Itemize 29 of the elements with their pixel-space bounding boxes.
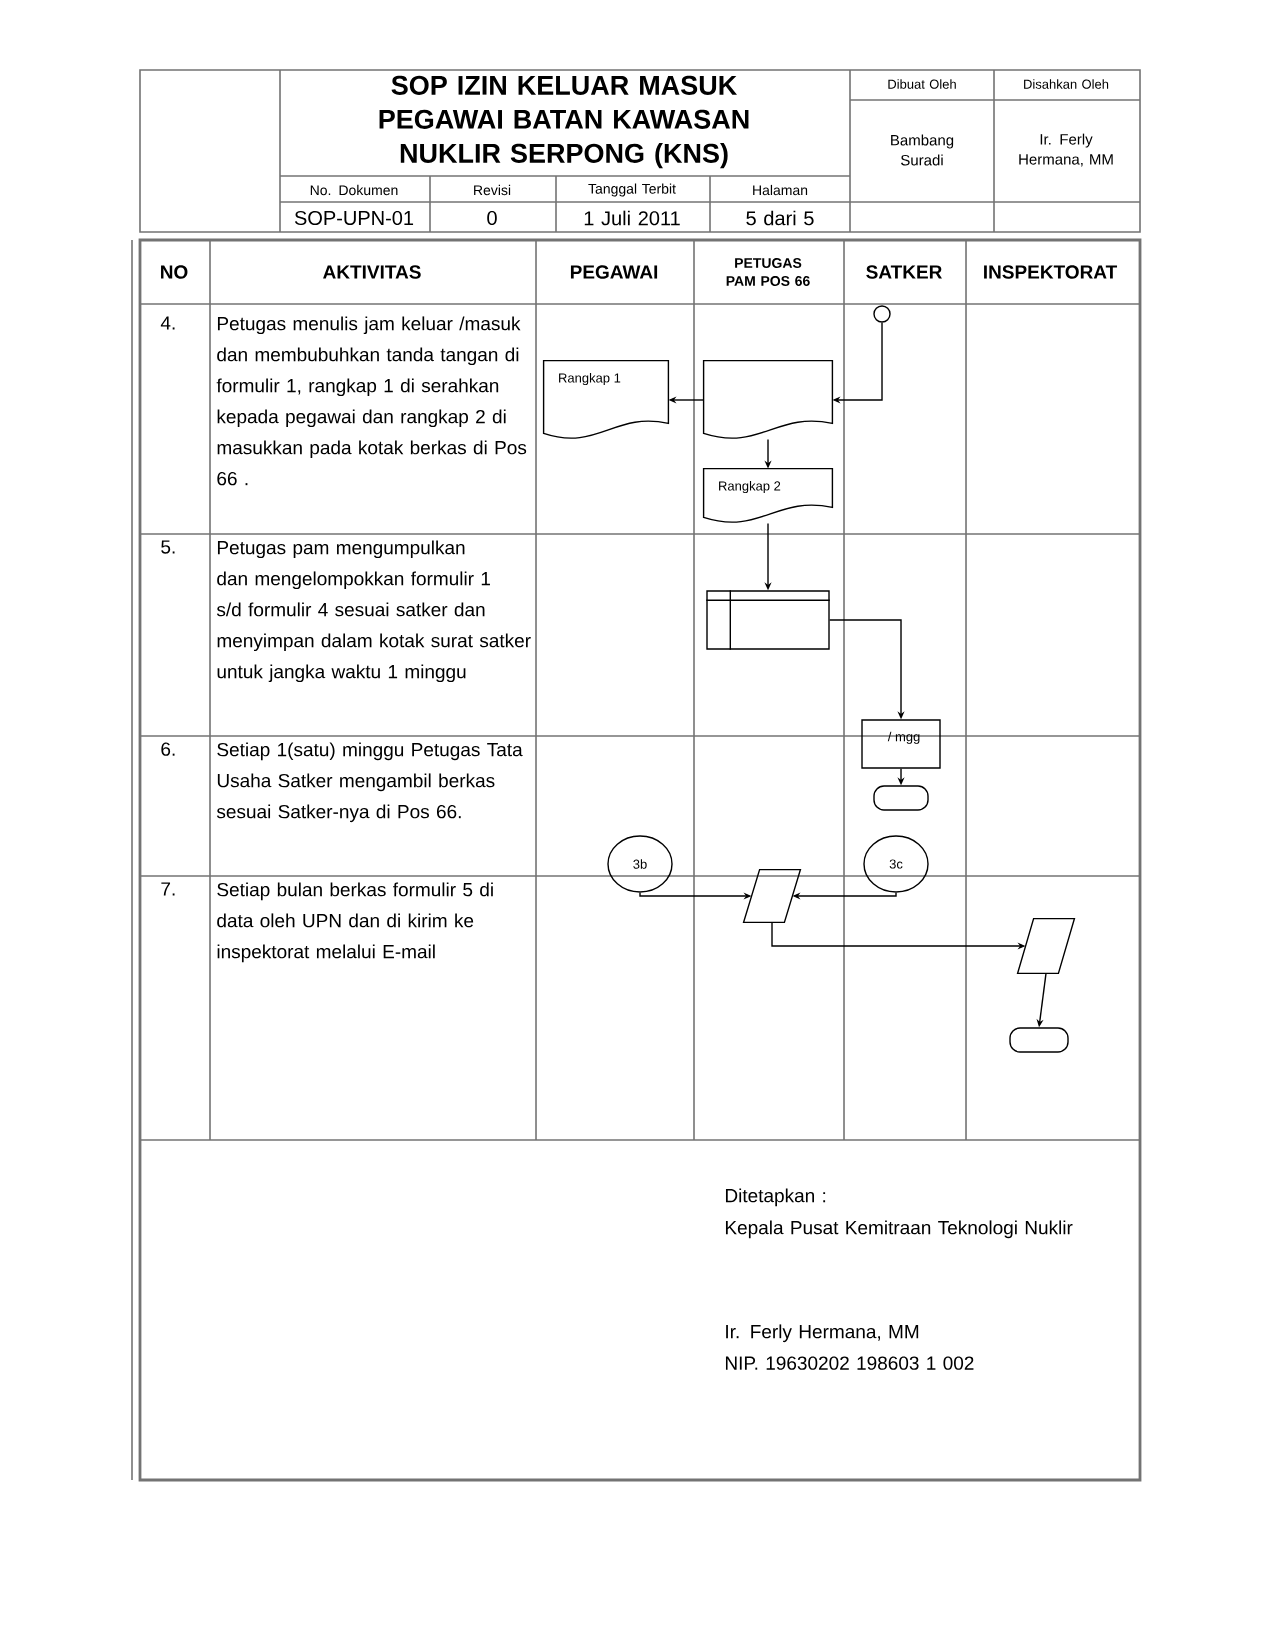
document-title: SOP IZIN KELUAR MASUK PEGAWAI BATAN KAWASAN NUKLIR SERPONG (KNS) xyxy=(379,75,749,169)
activity-text: Setiap 1(satu) minggu Petugas Tata Usaha Satker mengambil berkas sesuai Satker-nya di Pos 66. xyxy=(216,742,523,823)
row-number: 5. xyxy=(161,540,175,554)
signature-text: Ir. Ferly Hermana, MM xyxy=(726,1324,919,1343)
field-value: 0 xyxy=(487,210,497,226)
activity-text: Setiap bulan berkas formulir 5 di data oleh UPN dan di kirim ke inspektorat melalui E-mail xyxy=(217,882,493,963)
row-number: 7. xyxy=(161,882,175,896)
document-shape xyxy=(702,359,834,439)
column-header: SATKER xyxy=(866,265,942,279)
start-circle xyxy=(873,305,891,323)
terminator xyxy=(873,785,929,811)
row-number: 6. xyxy=(161,742,175,756)
signature-text: NIP. 19630202 198603 1 002 xyxy=(725,1356,974,1370)
field-value: 5 dari 5 xyxy=(746,210,814,226)
row-number: 4. xyxy=(160,316,175,330)
activity-text: Petugas menulis jam keluar /masuk dan membubuhkan tanda tangan di formulir 1, rangkap 1 di serahkan kepada pegawai dan rangkap 2 di masukkan pada kotak berkas di Pos 66 . xyxy=(216,316,527,486)
storage-box xyxy=(705,589,831,651)
field-value: SOP-UPN-01 xyxy=(294,210,414,226)
column-header: NO xyxy=(161,265,188,279)
terminator xyxy=(1009,1027,1069,1053)
signature-text: Ditetapkan : xyxy=(725,1188,826,1207)
column-header: INSPEKTORAT xyxy=(984,265,1118,279)
column-header: PEGAWAI xyxy=(570,265,658,279)
data-parallelogram xyxy=(742,868,802,924)
column-header: AKTIVITAS xyxy=(323,265,421,279)
activity-text: Petugas pam mengumpulkan dan mengelompokkan formulir 1 s/d formulir 4 sesuai satker dan menyimpan dalam kotak surat satker untuk jangka waktu 1 minggu xyxy=(216,540,531,683)
data-parallelogram xyxy=(1016,917,1076,975)
signature-text: Kepala Pusat Kemitraan Teknologi Nuklir xyxy=(725,1220,1073,1239)
field-value: 1 Juli 2011 xyxy=(584,210,680,226)
